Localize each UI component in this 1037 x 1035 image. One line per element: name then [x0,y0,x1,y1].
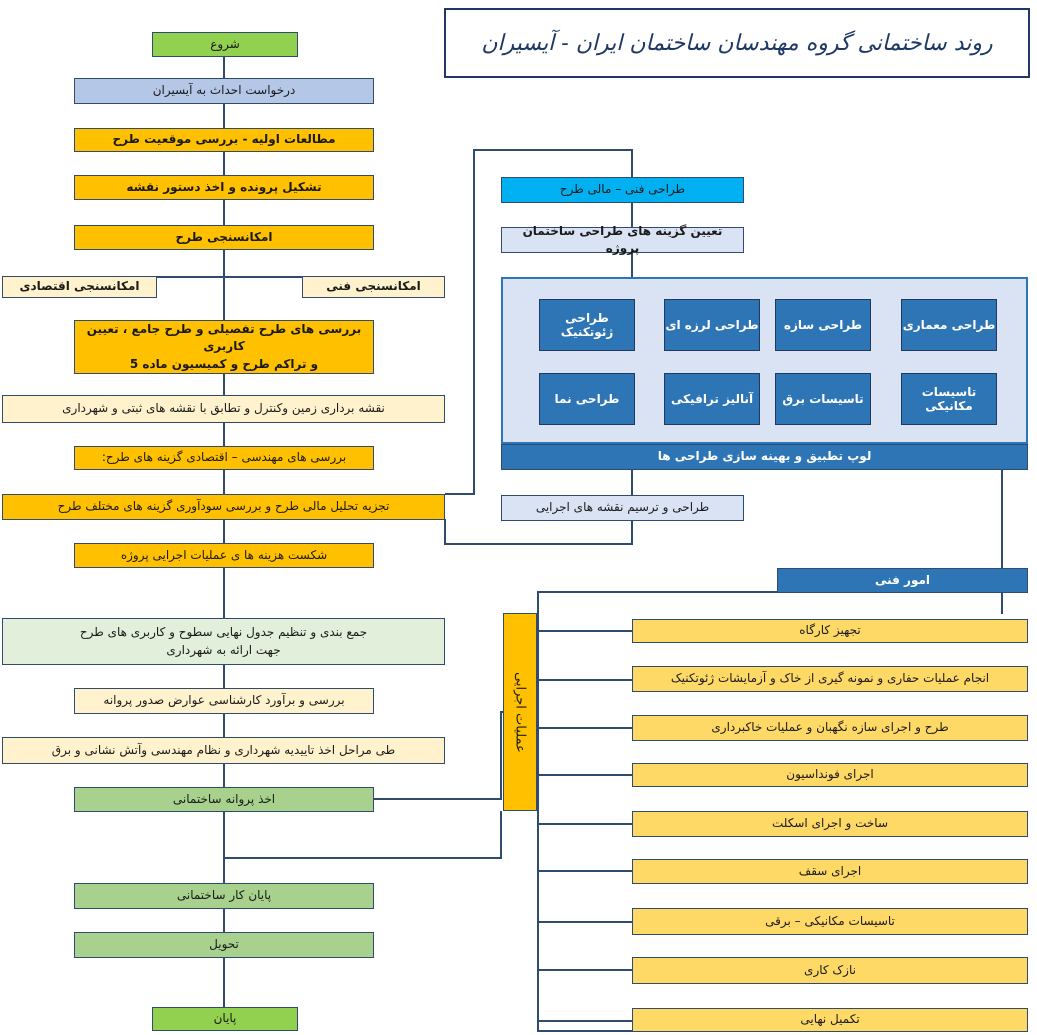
detailed-review-box: بررسی های طرح تفصیلی و طرح جامع ، تعیین … [74,320,374,374]
execution-operations-text: عملیات اجرایی [512,671,528,753]
construction-step: ساخت و اجرای اسکلت [632,811,1028,837]
summary-line1: جمع بندی و تنظیم جدول نهایی سطوح و کاربر… [79,625,368,640]
technical-affairs-header: امور فنی [777,568,1028,593]
permit-cost-box: بررسی و برآورد کارشناسی عوارض صدور پروان… [74,688,374,714]
financial-analysis-box: تجزیه تحلیل مالی طرح و بررسی سودآوری گزی… [2,494,445,520]
construction-step: انجام عملیات حفاری و نمونه گیری از خاک و… [632,666,1028,692]
geotechnical-design-box: طراحی ژئوتکنیک [539,299,635,351]
traffic-analysis-box: آنالیز ترافیکی [664,373,760,425]
construction-step: اجرای فونداسیون [632,763,1028,787]
request-box: درخواست احداث به آیسیران [74,78,374,104]
seismic-design-box: طراحی لرزه ای [664,299,760,351]
approvals-box: طی مراحل اخذ تاییدیه شهرداری و نظام مهند… [2,737,445,764]
summary-line2: جهت ارائه به شهرداری [166,642,281,657]
construction-step: تکمیل نهایی [632,1008,1028,1032]
construction-step: نازک کاری [632,957,1028,984]
execution-operations-label: عملیات اجرایی [503,613,537,811]
detailed-review-line1: بررسی های طرح تفصیلی و طرح جامع ، تعیین … [86,321,362,354]
design-options-box: تعیین گزینه های طراحی ساختمان پروژه [501,224,744,255]
end-box: پایان [152,1007,298,1031]
technical-financial-design-box: طراحی فنی – مالی طرح [501,177,744,203]
surveying-box: نقشه برداری زمین وکنترل و تطابق با نقشه … [2,395,445,423]
delivery-box: تحویل [74,932,374,958]
facade-design-box: طراحی نما [539,373,635,425]
electrical-installations-box: تاسیسات برق [775,373,871,425]
building-permit-box: اخذ پروانه ساختمانی [74,787,374,812]
engineering-review-box: بررسی های مهندسی – اقتصادی گزینه های طرح… [74,446,374,470]
structural-design-box: طراحی سازه [775,299,871,351]
mechanical-installations-box: تاسیسات مکانیکی [901,373,997,425]
detailed-review-line2: و تراکم طرح و کمیسیون ماده 5 [129,356,319,371]
construction-step: تجهیز کارگاه [632,619,1028,643]
execution-drawings-box: طراحی و ترسیم نقشه های اجرایی [501,495,744,521]
cost-breakdown-box: شکست هزینه ها ی عملیات اجرایی پروژه [74,543,374,568]
construction-end-box: پایان کار ساختمانی [74,883,374,909]
construction-step: طرح و اجرای سازه نگهبان و عملیات خاکبردا… [632,715,1028,741]
construction-step: تاسیسات مکانیکی – برقی [632,908,1028,935]
construction-step: اجرای سقف [632,859,1028,884]
initial-studies-box: مطالعات اولیه - بررسی موقعیت طرح [74,128,374,152]
feasibility-box: امکانسنجی طرح [74,225,374,250]
architectural-design-box: طراحی معماری [901,299,997,351]
start-box: شروع [152,32,298,57]
page-title: روند ساختمانی گروه مهندسان ساختمان ایران… [444,8,1030,78]
optimization-loop-box: لوپ تطبیق و بهینه سازی طراحی ها [501,444,1028,470]
file-formation-box: تشکیل پرونده و اخذ دستور نقشه [74,175,374,200]
summary-box: جمع بندی و تنظیم جدول نهایی سطوح و کاربر… [2,618,445,665]
technical-feasibility-box: امکانسنجی فنی [302,276,445,298]
design-disciplines-panel: طراحی معماری طراحی سازه طراحی لرزه ای طر… [501,277,1028,444]
economic-feasibility-box: امکانسنجی اقتصادی [2,276,157,298]
